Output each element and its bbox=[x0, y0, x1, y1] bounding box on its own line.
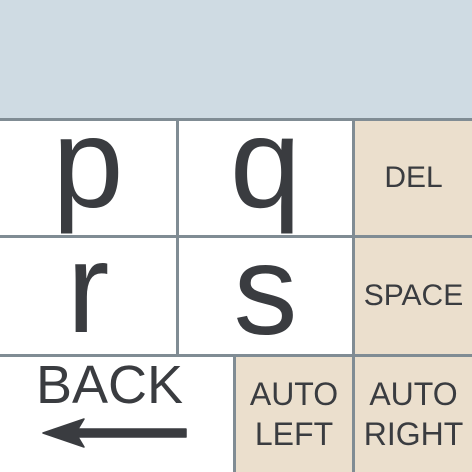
left-arrow-icon bbox=[42, 418, 187, 448]
auto-right-key-label: AUTO RIGHT bbox=[364, 375, 464, 453]
space-key[interactable]: SPACE bbox=[355, 238, 472, 354]
auto-right-line-1: AUTO bbox=[369, 376, 458, 413]
key-p[interactable]: p bbox=[0, 121, 176, 235]
auto-left-line-1: AUTO bbox=[249, 376, 339, 413]
key-q[interactable]: q bbox=[179, 121, 352, 235]
delete-key[interactable]: DEL bbox=[355, 121, 472, 235]
key-s[interactable]: s bbox=[179, 238, 352, 354]
auto-left-line-2: LEFT bbox=[254, 415, 334, 452]
auto-right-line-2: RIGHT bbox=[363, 415, 464, 452]
back-key[interactable] bbox=[0, 357, 233, 472]
delete-key-label: DEL bbox=[384, 161, 443, 195]
text-display bbox=[0, 0, 472, 118]
back-key-label: BACK bbox=[36, 355, 184, 415]
space-key-label: SPACE bbox=[363, 279, 464, 313]
key-s-label: s bbox=[233, 238, 298, 354]
key-r-label: r bbox=[66, 238, 110, 354]
key-p-label: p bbox=[52, 121, 124, 235]
key-q-label: q bbox=[229, 121, 302, 235]
auto-left-key[interactable]: AUTO LEFT bbox=[236, 357, 352, 472]
auto-right-key[interactable]: AUTO RIGHT bbox=[355, 357, 472, 472]
auto-left-key-label: AUTO LEFT bbox=[250, 375, 338, 453]
key-r[interactable]: r bbox=[0, 238, 176, 354]
